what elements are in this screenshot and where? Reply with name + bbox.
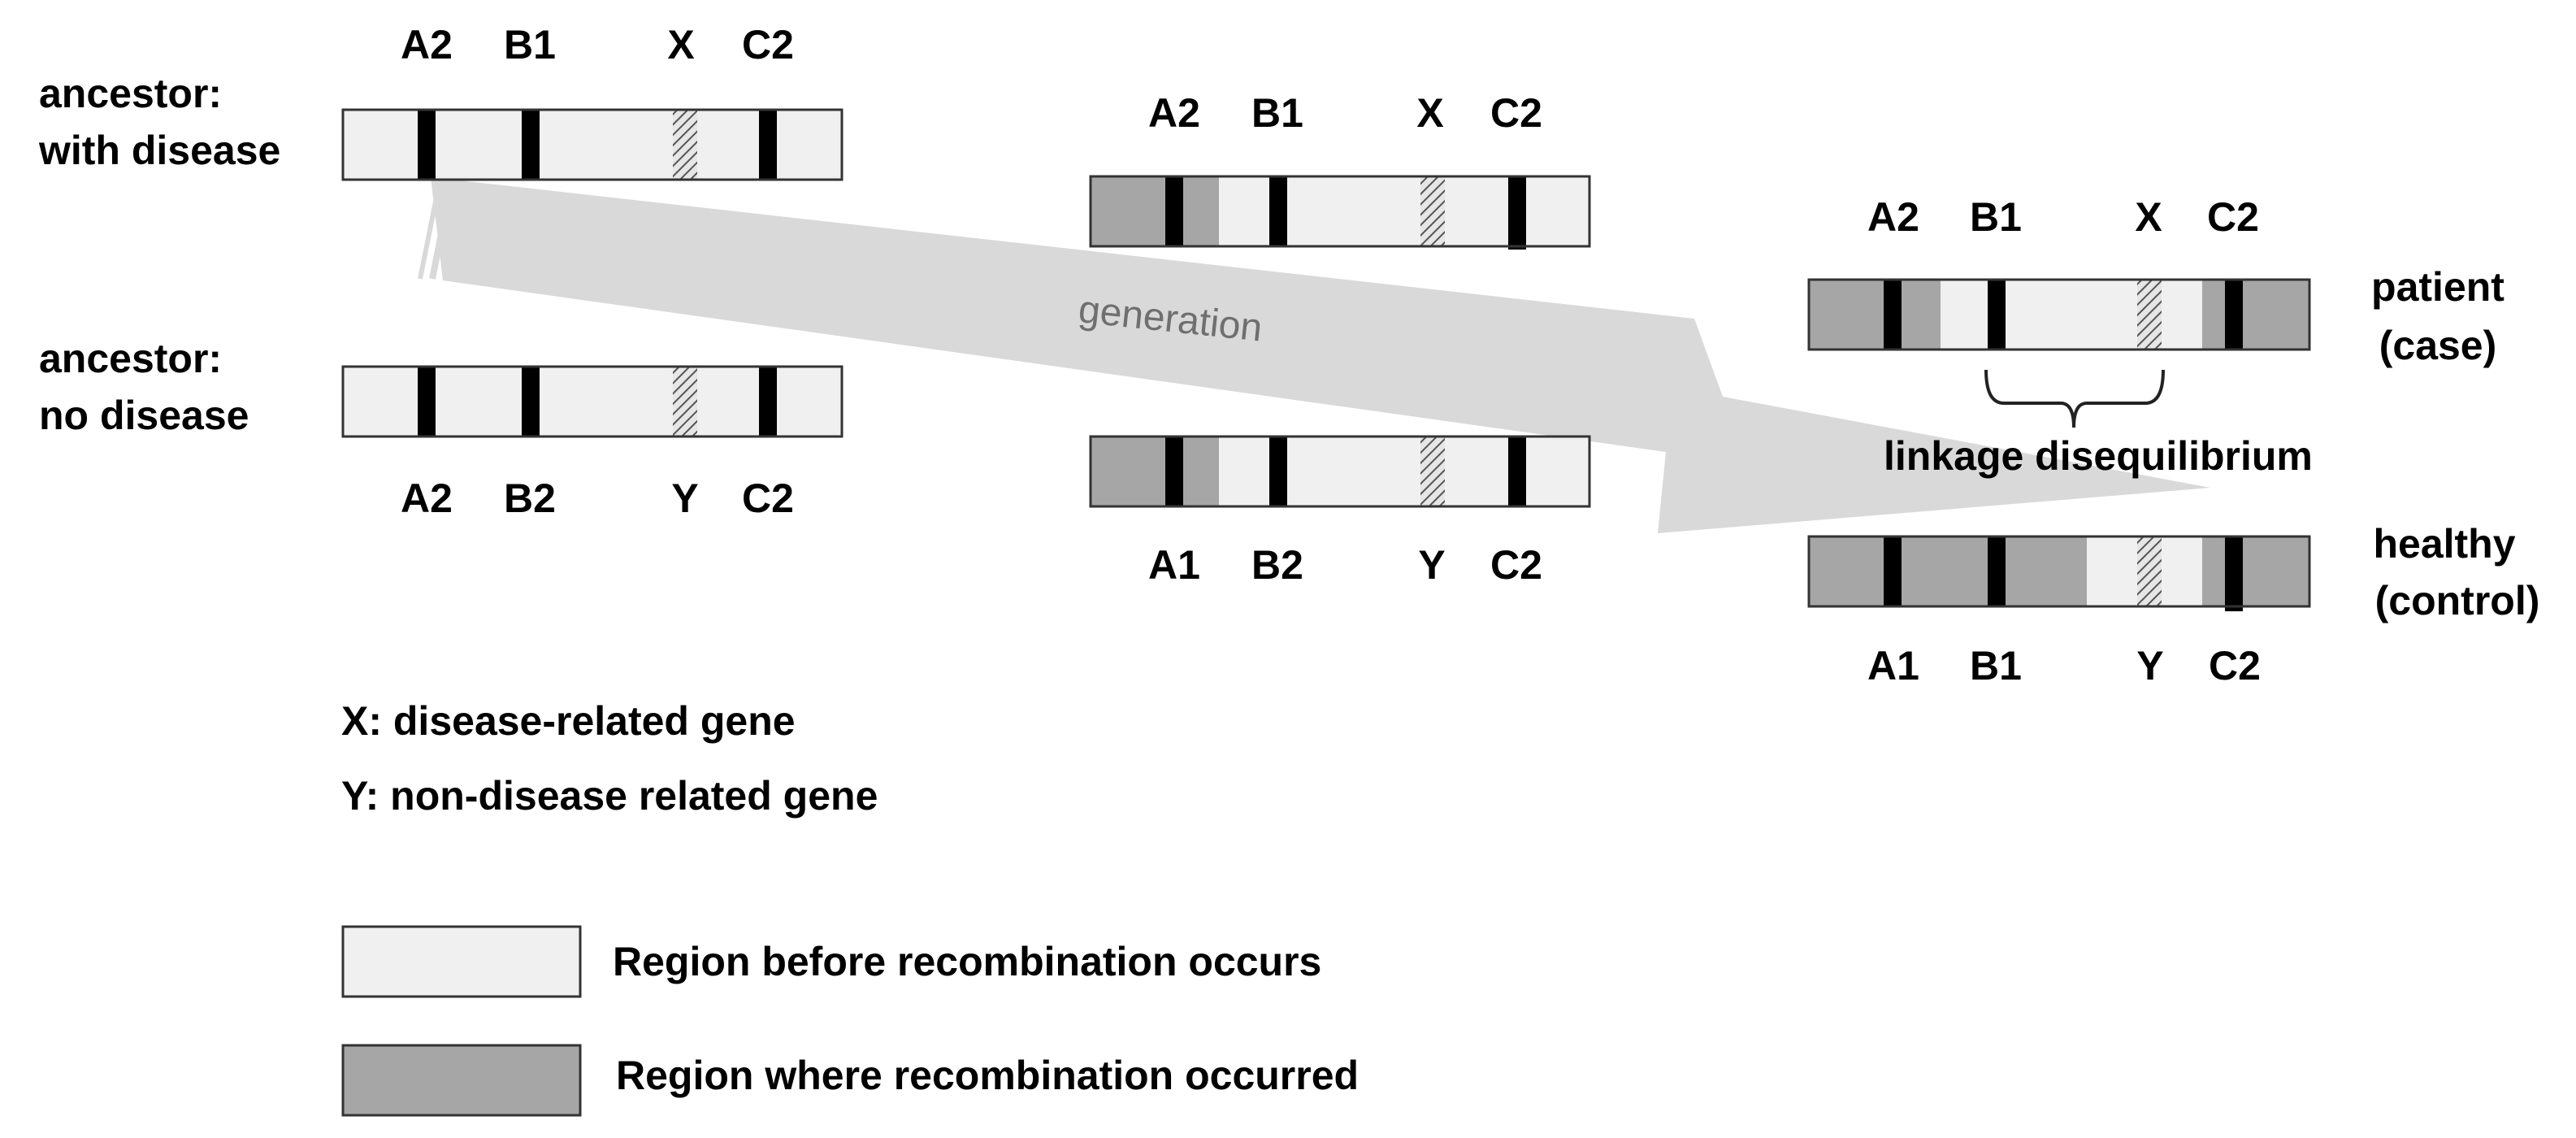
marker-label: B2 [504,476,556,521]
marker-band-b2 [1269,437,1287,506]
marker-label: A2 [1867,194,1919,240]
marker-label: B1 [1970,194,2022,240]
healthy-label-line2: (control) [2375,578,2540,623]
marker-label: A2 [1148,90,1200,136]
marker-band-b1 [1988,536,2006,606]
legend: Region before recombination occurs Regio… [341,925,1359,1117]
marker-label: B2 [1251,542,1303,588]
marker-label: A2 [401,22,453,67]
healthy-chromosome: healthy (control) A1 B1 Y C2 [1807,521,2540,688]
ancestor-with-disease: ancestor: with disease A2 B1 X C2 [38,22,843,181]
chromosome-bar [341,108,843,181]
recombined-region [1809,536,2087,606]
marker-label: C2 [2207,194,2259,240]
legend-label-post: Region where recombination occurred [616,1053,1359,1098]
linkage-disequilibrium-label: linkage disequilibrium [1884,433,2313,479]
marker-label: A1 [1867,643,1919,688]
marker-label: C2 [742,476,794,521]
patient-chromosome: A2 B1 X C2 patient (case) [1807,194,2504,368]
arrow-trail-line [429,185,454,280]
bracket-shape [1984,369,2165,428]
marker-band-b2 [522,367,540,437]
marker-band-x [1420,176,1445,246]
marker-label: B1 [1251,90,1303,136]
marker-band-c2 [1508,176,1526,250]
ancestor-healthy-label-line1: ancestor: [39,336,222,381]
ancestor-no-disease: ancestor: no disease A2 B2 Y C2 [39,336,843,521]
note-y: Y: non-disease related gene [341,773,878,819]
marker-label: A2 [401,476,453,521]
marker-band-b1 [1988,280,2006,350]
ancestor-disease-label-line1: ancestor: [39,71,222,116]
marker-label: X [667,22,694,67]
marker-label: C2 [2209,643,2261,688]
marker-band-c2 [1508,437,1526,506]
marker-band-a2 [1165,176,1183,246]
ancestor-healthy-label-line2: no disease [39,393,249,438]
marker-band-a2 [418,110,436,180]
middle-upper-chromosome: A2 B1 X C2 [1089,90,1591,250]
marker-band-y [2137,536,2162,606]
marker-band-a1 [1165,437,1183,506]
generation-arrow: generation [418,177,2210,533]
legend-swatch-pre [341,925,582,998]
marker-label: Y [2136,643,2163,688]
note-x: X: disease-related gene [341,698,796,744]
chromosome-bar [341,365,843,438]
marker-band-c2 [759,367,777,437]
marker-label: X [1416,90,1443,136]
legend-swatch-post [341,1044,582,1117]
recombined-region [1809,280,1941,350]
legend-label-pre: Region before recombination occurs [613,939,1321,984]
marker-label: C2 [1490,542,1542,588]
arrow-trail-line [418,185,441,280]
recombined-region [1091,176,1219,246]
marker-band-y [1420,437,1445,506]
patient-label-line2: (case) [2379,323,2497,368]
marker-label: Y [1418,542,1445,588]
arrow-shape [431,177,2210,533]
marker-label: C2 [742,22,794,67]
marker-label: B1 [1970,643,2022,688]
marker-band-y [673,367,697,437]
marker-band-x [2137,280,2162,350]
chromosome-bar [1807,535,2311,611]
recombined-region [2202,536,2309,606]
marker-band-b1 [1269,176,1287,246]
marker-band-c2 [2225,536,2243,611]
chromosome-bar [1089,435,1591,508]
chromosome-bar [1807,278,2311,351]
marker-band-a2 [1884,280,1902,350]
gene-notes: X: disease-related gene Y: non-disease r… [341,698,878,819]
recombined-region [1091,437,1219,506]
chromosome-bar [1089,175,1591,250]
marker-band-a1 [1884,536,1902,606]
marker-band-a2 [418,367,436,437]
middle-lower-chromosome: A1 B2 Y C2 [1089,435,1591,588]
healthy-label-line1: healthy [2373,521,2515,567]
marker-label: X [2135,194,2162,240]
marker-label: Y [671,476,698,521]
marker-label: B1 [504,22,556,67]
linkage-bracket: linkage disequilibrium [1884,369,2313,479]
marker-label: A1 [1148,542,1200,588]
marker-band-x [673,110,697,180]
ancestor-disease-label-line2: with disease [38,128,280,173]
marker-band-c2 [759,110,777,180]
patient-label-line1: patient [2371,264,2504,310]
recombined-region [2202,280,2309,350]
marker-band-c2 [2225,280,2243,350]
marker-band-b1 [522,110,540,180]
marker-label: C2 [1490,90,1542,136]
